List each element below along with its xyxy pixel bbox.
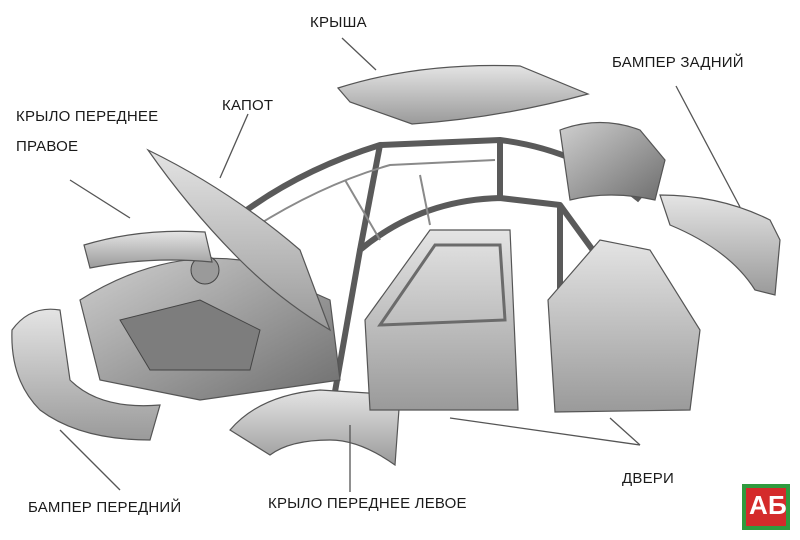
leader-lines [59,37,741,492]
label-doors: ДВЕРИ [622,470,674,487]
front-right-fender-panel [83,230,213,269]
front-bumper-panel [11,308,161,441]
roof-panel [336,64,590,125]
label-roof: КРЫША [310,14,367,31]
logo-letter-b: Б [768,490,787,520]
hood-panel [146,148,332,332]
rear-bumper-panel [659,194,781,296]
label-front-bumper: БАМПЕР ПЕРЕДНИЙ [28,499,182,516]
label-front-right-fender-line1: КРЫЛО ПЕРЕДНЕЕ [16,108,159,125]
logo-letter-a: А [749,490,768,520]
front-left-fender-panel [229,389,401,467]
front-door-panel [364,229,519,411]
label-rear-bumper: БАМПЕР ЗАДНИЙ [612,54,744,71]
rear-door-panel [547,239,701,413]
ab-logo: А Б [742,484,790,530]
label-front-left-fender: КРЫЛО ПЕРЕДНЕЕ ЛЕВОЕ [268,495,467,512]
label-front-right-fender-line2: ПРАВОЕ [16,138,79,155]
trunk-lid-panel [559,121,666,201]
label-hood: КАПОТ [222,97,274,114]
